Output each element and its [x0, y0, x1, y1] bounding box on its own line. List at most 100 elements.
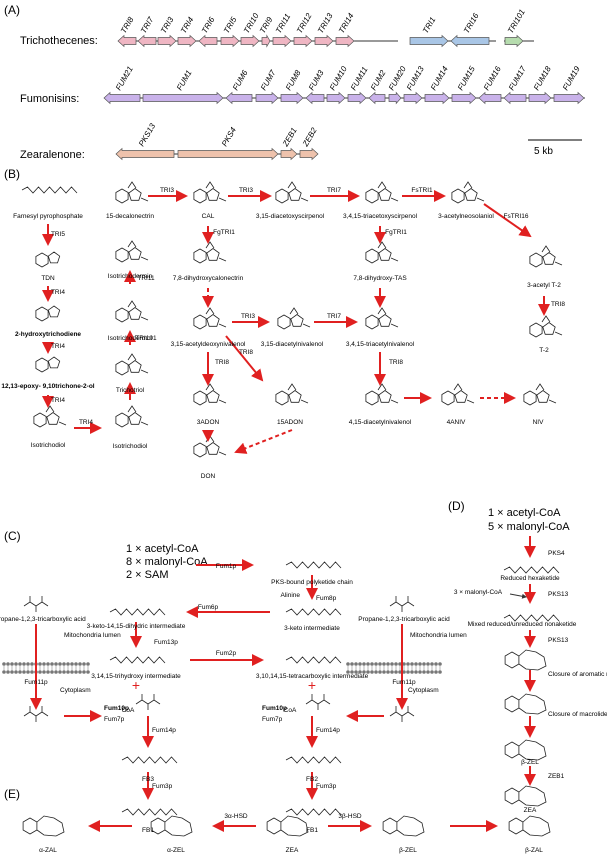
gene-arrow-fum17 [503, 91, 527, 105]
gene-arrow-tri101 [504, 34, 524, 48]
compound-3-15-acetyldeoxynivalenol: 3,15-acetyldeoxynivalenol [171, 341, 246, 348]
arrow-b-25 [483, 203, 532, 238]
structure-d-1 [503, 614, 560, 622]
d-label-2-3-malonyl-coa: 3 × malonyl-CoA [454, 589, 503, 596]
gene-label-tri11: TRI11 [274, 12, 292, 35]
c-label-28-coa: CoA [284, 707, 297, 714]
gene-arrow-fum15 [451, 91, 477, 105]
gene-arrow-tri16 [450, 34, 490, 48]
gene-arrow-zeb1 [280, 147, 298, 161]
gene-arrow-tri11 [272, 34, 292, 48]
structure-c-8 [121, 756, 178, 764]
gene-label-fum11: FUM11 [349, 65, 370, 92]
structure-d-5 [504, 785, 547, 807]
gene-label-fum3: FUM3 [307, 68, 326, 92]
compound-isotrichodermol: Isotrichodermol [108, 335, 153, 342]
pathway-c-arrows [30, 559, 408, 800]
structure-c-1 [285, 608, 342, 616]
structure-2-hydroxytrichodiene [35, 305, 61, 322]
c-precursor-3: 2 × SAM [126, 569, 169, 581]
gene-label-fum10: FUM10 [328, 64, 349, 92]
structure-c-7 [135, 694, 161, 710]
gene-arrow-fum19 [553, 91, 585, 105]
e-label-zal: β-ZAL [525, 847, 543, 854]
gene-arrow-fum7 [255, 91, 279, 105]
gene-arrow-fum21 [103, 91, 141, 105]
d-precursor-1: 1 × acetyl-CoA [488, 507, 561, 519]
e-label-zal: α-ZAL [39, 847, 57, 854]
gene-arrow-tri9 [261, 34, 271, 48]
gene-arrow-tri6 [198, 34, 218, 48]
enzyme-fgtri1: FgTRI1 [385, 229, 407, 236]
structure-isotrichodiol [115, 405, 149, 428]
structure-c-11 [389, 706, 415, 722]
d-label-10-zea: ZEA [524, 807, 537, 814]
gene-label-tri6: TRI6 [200, 15, 217, 35]
e-label-zel: β-ZEL [399, 847, 417, 854]
c-label-4-3-keto-intermediate: 3-keto intermediate [284, 625, 340, 632]
panel-label-e: (E) [4, 787, 20, 801]
structure-isotrichodiol [33, 405, 67, 428]
enzyme-fstri16: FsTRI16 [504, 213, 529, 220]
structure-7-8-dihydroxy-tas [365, 241, 399, 264]
e-label-zea: ZEA [286, 847, 299, 854]
structure-3-4-15-triacetoxyscirpenol [365, 181, 399, 204]
c-label-12-mitochondria-lumen: Mitochondria lumen [64, 632, 121, 639]
structure-3-acetylneosolaniol [451, 181, 485, 204]
membrane-left [2, 662, 90, 674]
compound-4-15-diacetylnivalenol: 4,15-diacetylnivalenol [349, 419, 412, 426]
enzyme-tri7: TRI7 [327, 313, 341, 320]
gene-arrow-fum8 [280, 91, 304, 105]
c-label-9-fum2p: Fum2p [216, 650, 237, 657]
gene-label-tri9: TRI9 [258, 15, 275, 35]
structure-4-15-diacetylnivalenol [365, 383, 399, 406]
e-label-3-hsd: 3α-HSD [224, 813, 248, 820]
gene-arrow-fum14 [424, 91, 450, 105]
gene-label-fum1: FUM1 [175, 69, 194, 92]
enzyme-fgtri1: FgTRI1 [213, 229, 235, 236]
c-label-10-3-10-14-15-tetracarboxylic-intermediate: 3,10,14,15-tetracarboxylic intermediate [256, 673, 369, 680]
c-label-14-cytoplasm: Cytoplasm [60, 687, 91, 694]
compound-4aniv: 4ANIV [447, 419, 466, 426]
gene-label-tri101: TRI101 [506, 8, 527, 35]
structure-e-0 [22, 815, 65, 837]
c-label-6-3-keto-14-15-dihydric-intermediate: 3-keto-14,15-dihydric intermediate [87, 623, 186, 630]
gene-arrow-fum2 [368, 91, 386, 105]
structure-d-3 [504, 693, 547, 715]
d-label-6-closure-of-aromatic-ring: Closure of aromatic ring [548, 671, 607, 678]
gene-arrow-fum20 [388, 91, 402, 105]
gene-label-fum14: FUM14 [429, 64, 450, 92]
structure-e-3 [382, 815, 425, 837]
gene-arrow-pks13 [115, 147, 175, 161]
gene-label-zeb1: ZEB1 [280, 126, 298, 149]
structure-farnesyl-pyrophosphate [21, 186, 78, 194]
gene-label-fum19: FUM19 [561, 64, 582, 92]
c-label-24-fum11p: Fum11p [392, 679, 416, 686]
compound-t-2: T-2 [539, 347, 549, 354]
c-label-20-fum3p: Fum3p [152, 783, 173, 790]
pathway-b-labels: Farnesyl pyrophosphateTDN2-hydroxytricho… [1, 187, 565, 480]
compound-3adon: 3ADON [197, 419, 220, 426]
cluster-label-fumonisins: Fumonisins: [20, 93, 79, 105]
c-label-17-coa: CoA [122, 707, 135, 714]
compound-trichotriol: Trichotriol [116, 387, 145, 394]
enzyme-tri8: TRI8 [239, 349, 253, 356]
c-label-25-cytoplasm: Cytoplasm [408, 687, 439, 694]
gene-arrow-fum18 [528, 91, 552, 105]
structure-c-14 [285, 808, 342, 816]
enzyme-tri3: TRI3 [160, 187, 174, 194]
gene-label-tri5: TRI5 [222, 15, 239, 35]
membrane-right [346, 662, 442, 674]
c-label-16-fum7p: Fum7p [104, 716, 125, 723]
gene-label-pks13: PKS13 [137, 121, 158, 148]
pathway-c-structures [23, 561, 415, 816]
structure-c-12 [305, 694, 331, 710]
d-precursor-2: 5 × malonyl-CoA [488, 521, 570, 533]
arrow-b-17 [234, 429, 293, 454]
gene-arrow-zeb2 [299, 147, 319, 161]
c-label-21-fb1: FB1 [142, 827, 154, 834]
enzyme-tri8: TRI8 [389, 359, 403, 366]
